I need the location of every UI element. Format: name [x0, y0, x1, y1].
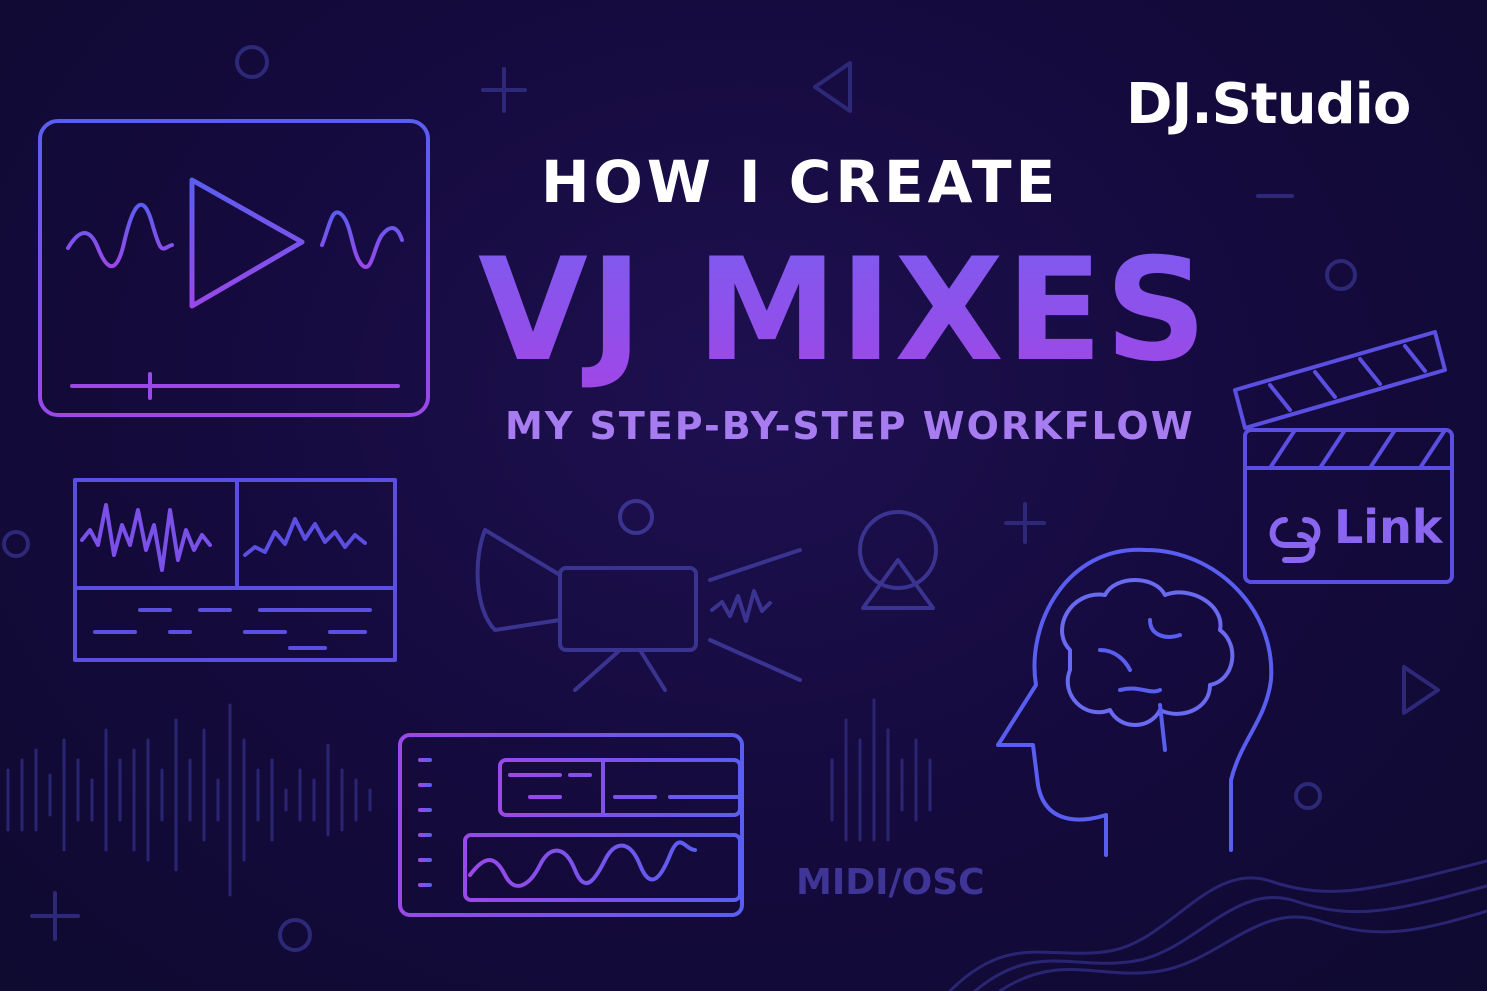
brain-head-icon: [996, 547, 1274, 857]
clapperboard-icon: [1233, 330, 1454, 584]
decor-shapes: [2, 45, 1440, 952]
headline-line2: VJ MIXES: [478, 228, 1210, 393]
sound-wave-icon: [6, 698, 932, 897]
waveform-editor-icon: [73, 478, 397, 662]
bottom-waves: [948, 859, 1487, 991]
camera-projector-icon: [475, 499, 938, 692]
video-player-icon: [38, 119, 430, 417]
link-icon: [1269, 517, 1321, 563]
headline-line1: HOW I CREATE: [541, 148, 1060, 216]
midi-label: MIDI/OSC: [796, 862, 985, 903]
timeline-icon: [398, 733, 744, 917]
link-label: Link: [1334, 500, 1443, 554]
subtitle: MY STEP-BY-STEP WORKFLOW: [505, 404, 1195, 448]
brand-logo: DJ.Studio: [1126, 72, 1411, 137]
